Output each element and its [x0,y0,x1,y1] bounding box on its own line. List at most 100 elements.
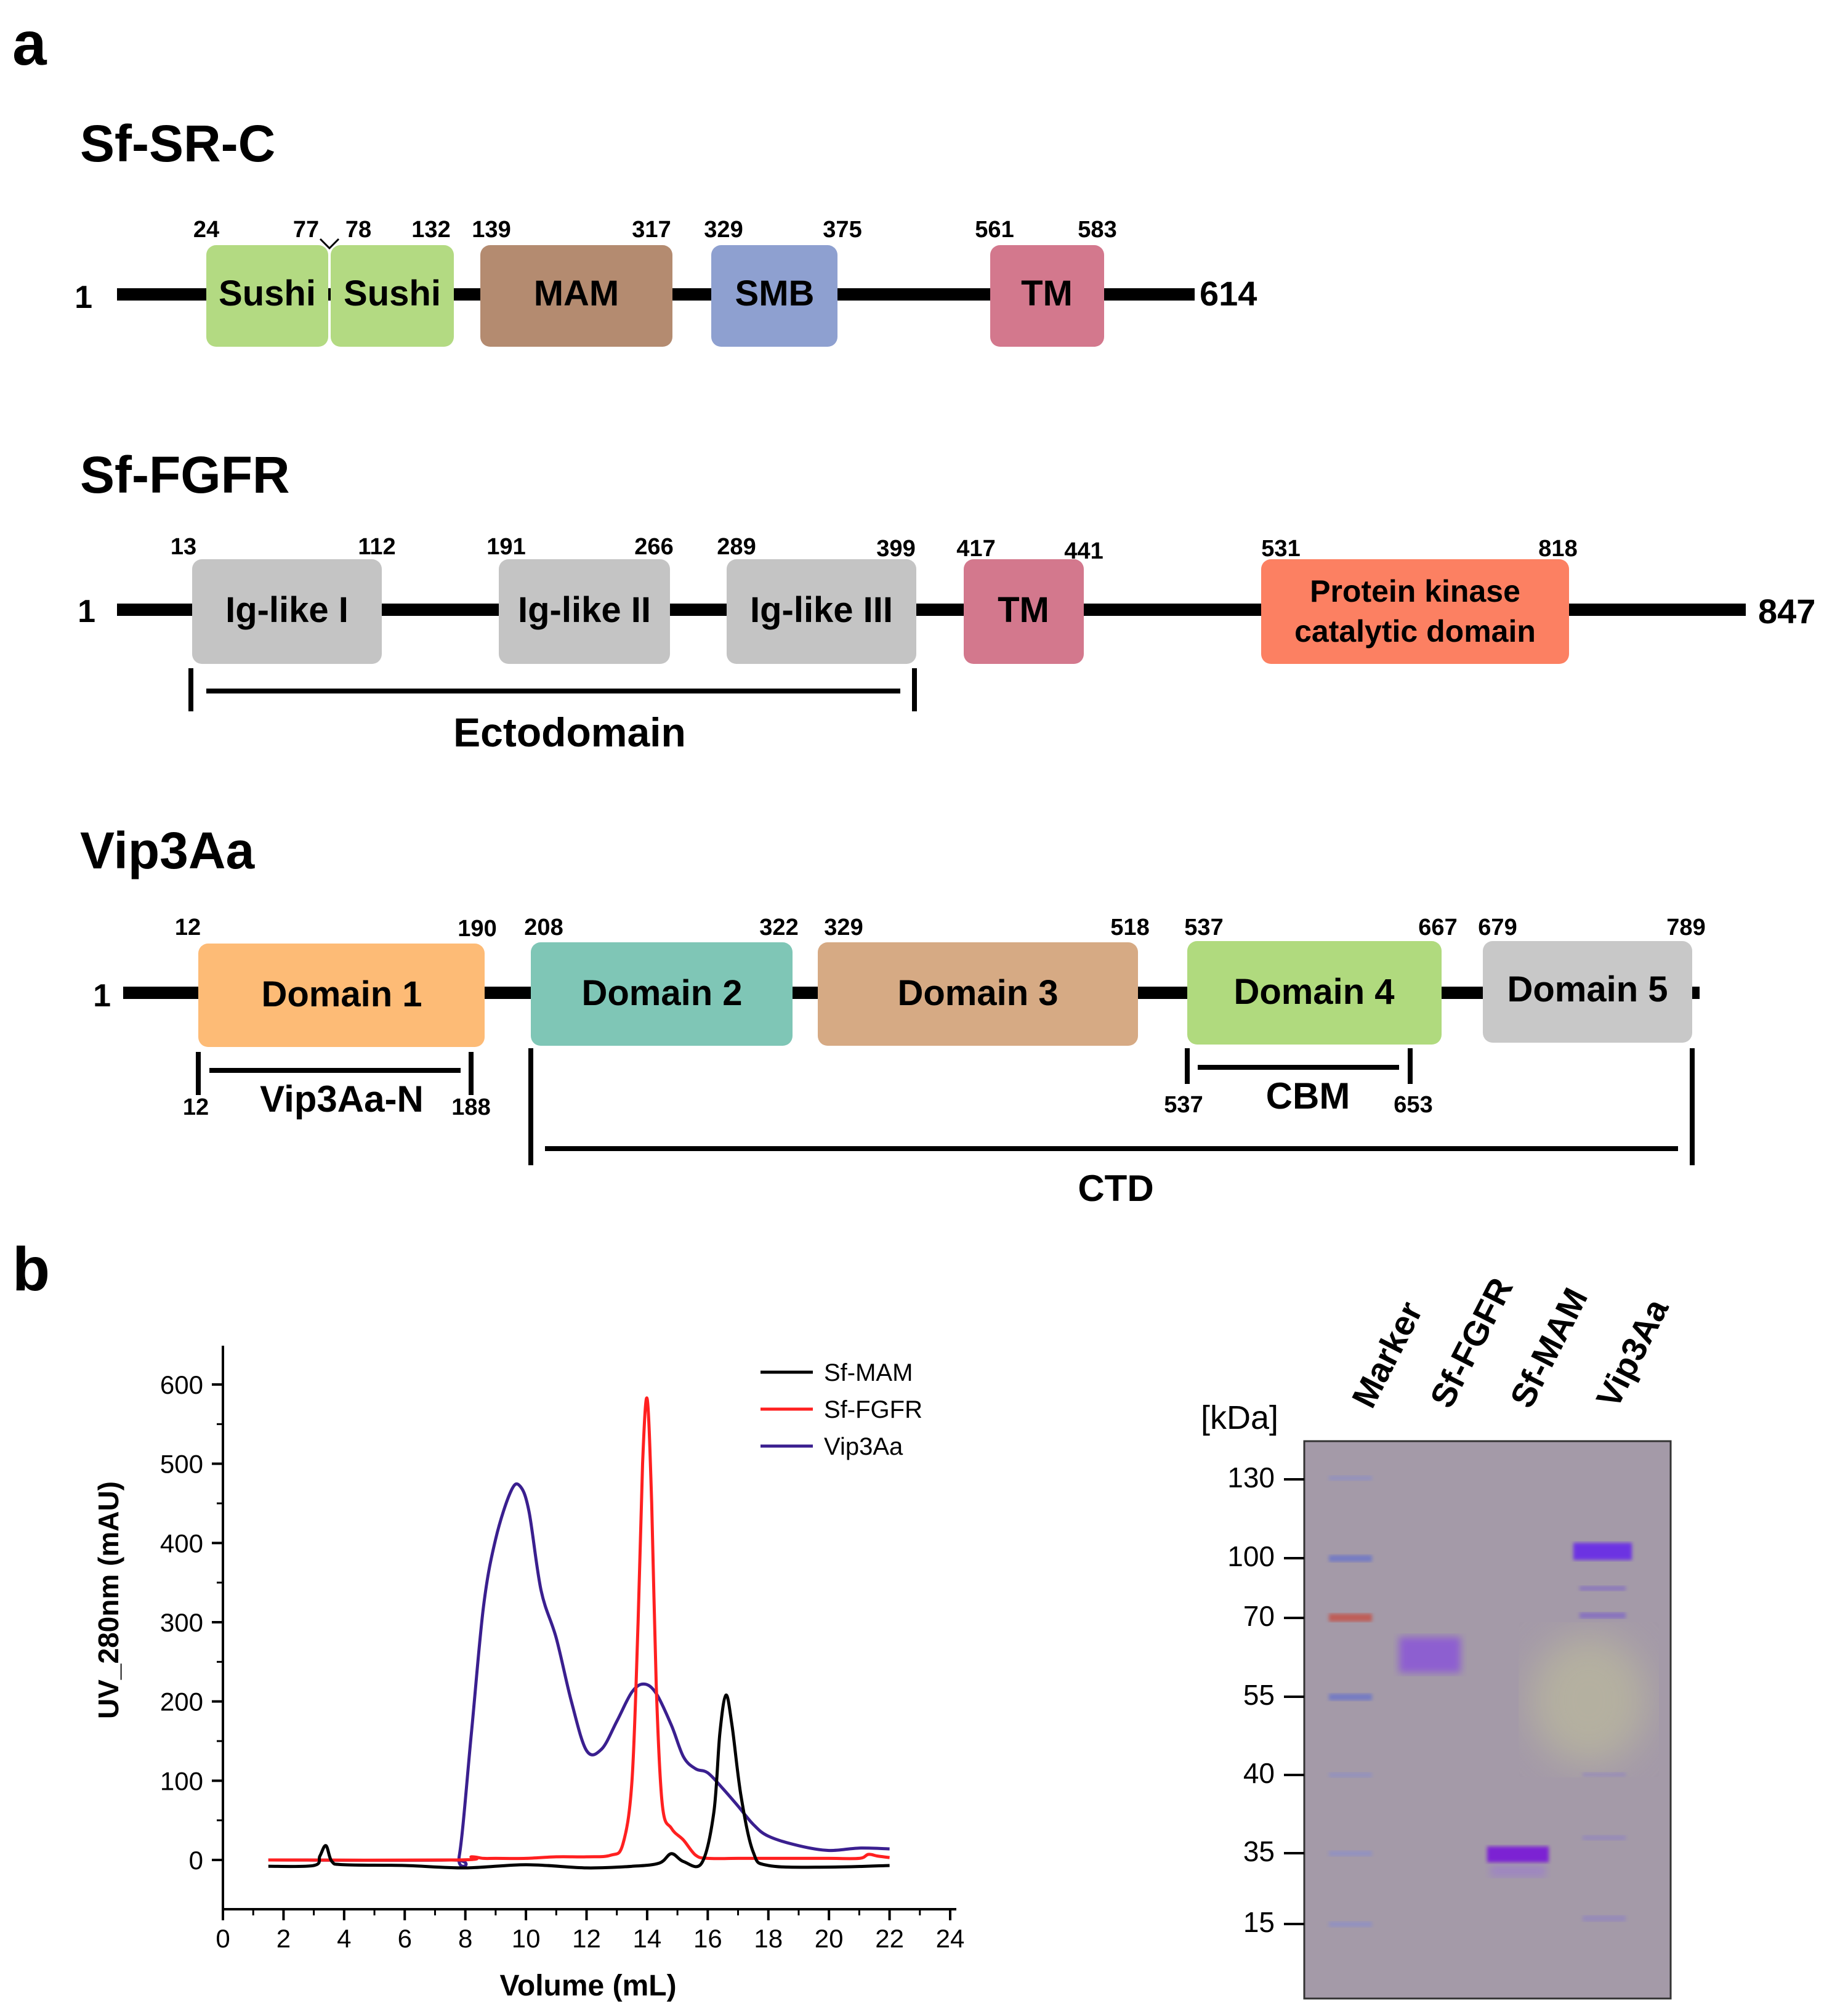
residue-end: 667 [1418,915,1457,940]
domain-label: Sushi [344,273,441,313]
marker-40: 40 [1243,1757,1275,1789]
x-tick-label: 24 [936,1924,965,1953]
residue-end: 399 [876,536,915,562]
panel-label-a: a [12,9,47,78]
residue-end: 375 [823,217,861,243]
x-tick-label: 14 [633,1924,662,1953]
x-tick-label: 0 [216,1924,230,1953]
residue-start: 417 [956,536,995,562]
legend-label: Sf-MAM [824,1359,913,1386]
bracket-label: Vip3Aa-N [260,1078,424,1120]
x-tick-label: 10 [512,1924,541,1953]
ctd-bracket: CTD [528,1048,1695,1209]
panel-label-b: b [12,1235,50,1304]
x-tick-label: 4 [337,1924,351,1953]
domain-label: Ig-like I [225,590,349,630]
domain-protein-kinase: Protein kinase catalytic domain 531 818 [1261,536,1578,664]
sequence-end: 614 [1200,274,1257,313]
y-tick-label: 400 [160,1529,203,1558]
x-tick-label: 8 [458,1924,472,1953]
residue-end: 583 [1078,217,1116,243]
residue-end: 266 [634,534,673,560]
residue-start: 531 [1261,536,1300,562]
y-tick-label: 200 [160,1688,203,1716]
domain-smb: SMB 329 375 [704,217,862,347]
bracket-label: CTD [1078,1168,1153,1209]
domain-tm: TM 417 441 [956,536,1104,664]
residue-start: 537 [1184,915,1223,940]
residue-start: 24 [193,217,219,243]
residue-end: 77 [293,217,319,243]
y-tick-label: 0 [189,1846,203,1875]
sds-page-gel: [kDa] Marker Sf-FGFR Sf-MAM Vip3Aa [1201,1272,1676,2000]
domain-label: Ig-like III [750,590,893,630]
residue-start: 191 [486,534,525,560]
residue-start: 13 [171,534,196,560]
bracket-start: 537 [1164,1092,1203,1118]
domain-label: SMB [735,273,815,313]
sequence-start: 1 [78,594,95,629]
protein-name: Sf-SR-C [80,115,275,172]
lane-label-vip3aa: Vip3Aa [1589,1292,1676,1414]
residue-end: 317 [632,217,671,243]
residue-end: 818 [1538,536,1577,562]
residue-start: 679 [1478,915,1517,940]
domain-label: TM [1021,273,1073,313]
residue-start: 561 [975,217,1014,243]
domain-1: Domain 1 12 190 [175,915,497,1047]
y-tick-label: 300 [160,1608,203,1637]
residue-start: 139 [472,217,510,243]
domain-label: Domain 1 [261,974,422,1014]
cbm-bracket: CBM 537 653 [1164,1048,1433,1118]
domain-label: Protein kinase [1310,574,1520,608]
residue-start: 289 [717,534,756,560]
y-axis-label: UV_280nm (mAU) [92,1481,124,1719]
residue-end: 322 [759,915,798,940]
vip3aa-n-bracket: Vip3Aa-N 12 188 [183,1052,491,1120]
bracket-label: Ectodomain [453,709,686,755]
sequence-end: 847 [1758,592,1815,631]
gel-unit-label: [kDa] [1201,1399,1278,1436]
residue-end: 518 [1110,915,1149,940]
marker-100: 100 [1227,1540,1275,1572]
domain-sushi-2: Sushi 78 132 [331,217,454,347]
marker-35: 35 [1243,1835,1275,1867]
x-tick-label: 6 [398,1924,412,1953]
legend-label: Sf-FGFR [824,1396,922,1423]
residue-start: 329 [704,217,743,243]
domain-3: Domain 3 329 518 [818,915,1150,1046]
x-tick-label: 16 [693,1924,722,1953]
series-line-sf-mam [268,1693,890,1870]
x-axis-label: Volume (mL) [499,1970,676,2002]
x-tick-label: 18 [754,1924,783,1953]
x-tick-label: 2 [276,1924,291,1953]
sequence-start: 1 [93,978,111,1014]
residue-start: 208 [524,915,563,940]
x-tick-label: 20 [815,1924,844,1953]
residue-start: 12 [175,915,201,940]
bracket-end: 653 [1394,1092,1432,1118]
ectodomain-bracket: Ectodomain [188,668,917,755]
marker-55: 55 [1243,1679,1275,1711]
bracket-label: CBM [1266,1075,1350,1117]
domain-label: Domain 4 [1233,972,1394,1012]
y-tick-label: 600 [160,1370,203,1399]
legend-label: Vip3Aa [824,1433,903,1460]
domain-label: Domain 2 [581,973,742,1013]
domain-label: TM [998,590,1049,630]
lane-label-sf-mam: Sf-MAM [1503,1282,1596,1413]
residue-end: 112 [358,534,395,560]
domain-sushi-1: Sushi 24 77 [193,217,328,347]
sequence-start: 1 [75,280,92,315]
y-tick-label: 100 [160,1766,203,1795]
residue-start: 78 [345,217,371,243]
residue-end: 789 [1666,915,1705,940]
domain-ig-like-3: Ig-like III 289 399 [717,534,916,664]
marker-15: 15 [1243,1906,1275,1938]
chart-legend: Sf-MAM Sf-FGFR Vip3Aa [761,1359,922,1460]
marker-70: 70 [1243,1600,1275,1632]
domain-ig-like-2: Ig-like II 191 266 [486,534,674,664]
